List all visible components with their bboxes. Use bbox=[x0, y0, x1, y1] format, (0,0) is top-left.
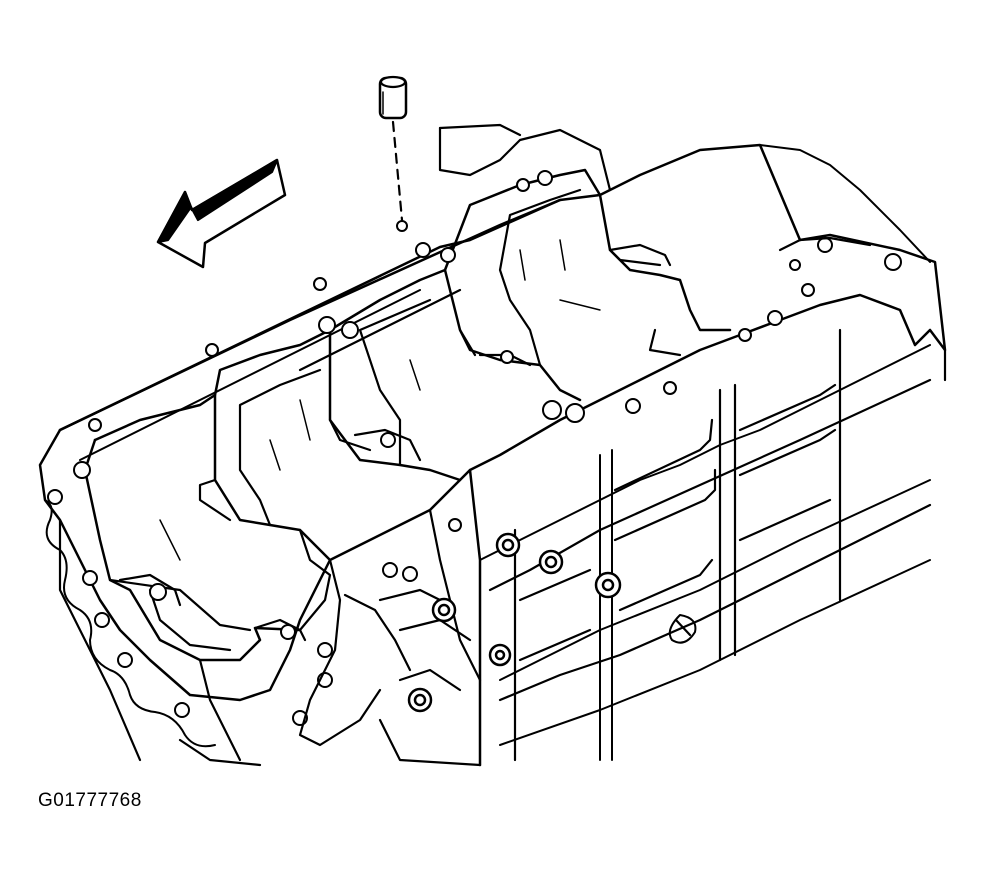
figure-id-label: G01777768 bbox=[38, 790, 142, 811]
direction-arrow-icon bbox=[158, 160, 285, 267]
engine-block-lower-half bbox=[40, 125, 945, 765]
dowel-pin-icon bbox=[380, 77, 406, 220]
